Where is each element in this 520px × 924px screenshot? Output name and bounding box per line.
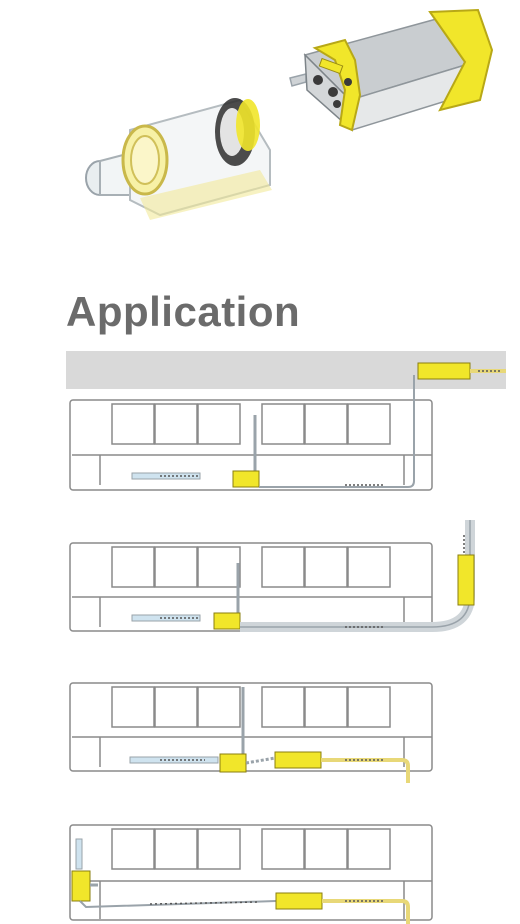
sensor-yellow [71,870,91,902]
pump-yellow [417,362,471,380]
discharge-pipe [259,375,415,488]
product-reservoir-illustration [85,8,494,220]
application-diagram-inline [69,682,433,783]
indoor-unit [69,542,433,632]
reservoir-body [85,98,272,220]
pump-yellow [457,554,475,606]
pump-yellow [274,751,322,769]
application-diagram-side [69,824,433,924]
application-diagram-riser [69,520,475,632]
pump-yellow [275,892,323,910]
indoor-unit [69,682,433,772]
pump-body [289,8,494,132]
application-diagram-ceiling [66,351,506,491]
section-title: Application [66,288,301,335]
sensor-yellow [232,470,260,488]
indoor-unit [69,399,433,491]
